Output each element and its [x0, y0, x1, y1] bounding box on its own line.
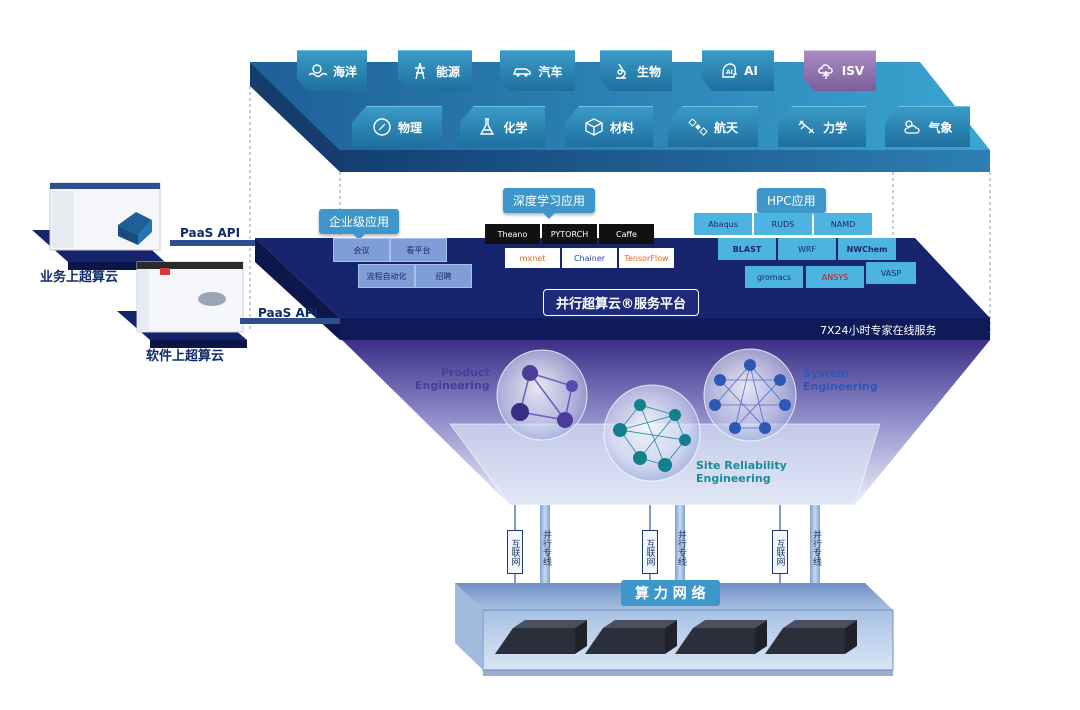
hpc-title: HPC应用 — [757, 188, 826, 219]
hpc-tile[interactable]: BLAST — [718, 238, 776, 260]
platform-slab-side — [255, 238, 340, 340]
industry-tile-materials[interactable]: 材料 — [565, 106, 653, 147]
paas-api-label-bottom: PaaS API — [258, 306, 319, 320]
system-engineering-sphere — [703, 348, 797, 442]
site-reliability-sphere — [603, 384, 701, 482]
dedicated-line-label: 并行专线 — [811, 530, 821, 566]
microscope-icon — [615, 63, 626, 79]
industry-tile-ai[interactable]: AI AI — [702, 50, 774, 91]
product-engineering-label: Product Engineering — [415, 366, 490, 392]
industry-label: 物理 — [397, 120, 422, 135]
industry-tile-chemistry[interactable]: 化学 — [460, 106, 545, 147]
ocean-waves-icon — [308, 64, 327, 78]
industry-label: 材料 — [609, 120, 634, 135]
dedicated-line-label: 并行专线 — [676, 530, 686, 566]
product-engineering-sphere — [496, 349, 588, 441]
platform-name: 并行超算云®服务平台 — [543, 289, 700, 316]
business-cloud-label: 业务上超算云 — [40, 270, 119, 285]
internet-label: 互联网 — [507, 530, 523, 574]
mechanics-icon — [798, 120, 815, 134]
deep-learning-tile[interactable]: Chainer — [562, 248, 617, 268]
hpc-tile[interactable]: WRF — [778, 238, 836, 260]
power-tower-icon — [414, 62, 425, 80]
cloud-tree-icon — [817, 64, 833, 79]
industry-label: ISV — [841, 64, 865, 78]
hpc-tile[interactable]: Abaqus — [694, 213, 752, 235]
server-racks — [495, 620, 857, 654]
svg-text:AI: AI — [726, 69, 733, 76]
industry-tile-isv[interactable]: ISV — [804, 50, 876, 91]
deep-learning-tile[interactable]: Theano — [485, 224, 540, 244]
industry-label: AI — [744, 64, 758, 78]
enterprise-app-tile[interactable]: 看平台 — [390, 238, 447, 262]
industry-tile-aerospace[interactable]: 航天 — [668, 106, 758, 147]
industry-tile-ocean[interactable]: 海洋 — [297, 50, 367, 91]
industry-label: 能源 — [435, 64, 460, 79]
industry-tile-mechanics[interactable]: 力学 — [778, 106, 866, 147]
ai-head-icon: AI — [722, 63, 738, 78]
industry-tile-bio[interactable]: 生物 — [600, 50, 672, 91]
compass-icon — [373, 118, 391, 136]
paas-api-label-top: PaaS API — [180, 226, 241, 240]
dedicated-line-label: 并行专线 — [541, 530, 551, 566]
hpc-tile[interactable]: NWChem — [838, 238, 896, 260]
deep-learning-tile[interactable]: mxnet — [505, 248, 560, 268]
internet-label: 互联网 — [642, 530, 658, 574]
industry-tile-weather[interactable]: 气象 — [885, 106, 970, 147]
industry-label: 气象 — [928, 120, 953, 135]
weather-icon — [904, 120, 921, 134]
industry-label: 航天 — [713, 120, 738, 135]
hpc-tile[interactable]: RUDS — [754, 213, 812, 235]
hpc-tile[interactable]: ANSYS — [806, 266, 864, 288]
industry-label: 生物 — [636, 64, 661, 79]
deep-learning-tile[interactable]: PYTORCH — [542, 224, 597, 244]
compute-network-title: 算 力 网 络 — [621, 580, 720, 606]
enterprise-app-tile[interactable]: 流程自动化 — [358, 264, 415, 288]
industry-label: 汽车 — [538, 64, 563, 79]
industry-label: 海洋 — [332, 64, 357, 79]
platform-service-label: 7X24小时专家在线服务 — [820, 324, 937, 337]
satellite-icon — [688, 118, 708, 136]
enterprise-apps-title: 企业级应用 — [319, 209, 400, 240]
internet-label: 互联网 — [772, 530, 788, 574]
industry-tile-physics[interactable]: 物理 — [352, 106, 442, 147]
hpc-tile[interactable]: gromacs — [745, 266, 803, 288]
enterprise-app-tile[interactable]: 招聘 — [415, 264, 472, 288]
platform-slab-front — [340, 318, 990, 340]
industry-tile-energy[interactable]: 能源 — [398, 50, 472, 91]
deep-learning-tile[interactable]: TensorFlow — [619, 248, 674, 268]
industry-label: 力学 — [822, 120, 847, 135]
software-cloud-label: 软件上超算云 — [146, 349, 225, 364]
industry-label: 化学 — [503, 120, 528, 135]
system-engineering-label: System Engineering — [803, 367, 878, 393]
industry-slab-front — [340, 150, 990, 172]
industry-slab-side — [250, 62, 340, 172]
cube-icon — [585, 118, 603, 136]
deep-learning-title: 深度学习应用 — [503, 188, 596, 219]
industry-tile-auto[interactable]: 汽车 — [500, 50, 575, 91]
hpc-tile[interactable]: VASP — [866, 262, 916, 284]
flask-icon — [480, 118, 495, 135]
enterprise-app-tile[interactable]: 会议 — [333, 238, 390, 262]
deep-learning-tile[interactable]: Caffe — [599, 224, 654, 244]
left-clients — [32, 182, 340, 348]
car-icon — [513, 68, 532, 77]
site-reliability-label: Site Reliability Engineering — [696, 459, 787, 485]
hpc-tile[interactable]: NAMD — [814, 213, 872, 235]
